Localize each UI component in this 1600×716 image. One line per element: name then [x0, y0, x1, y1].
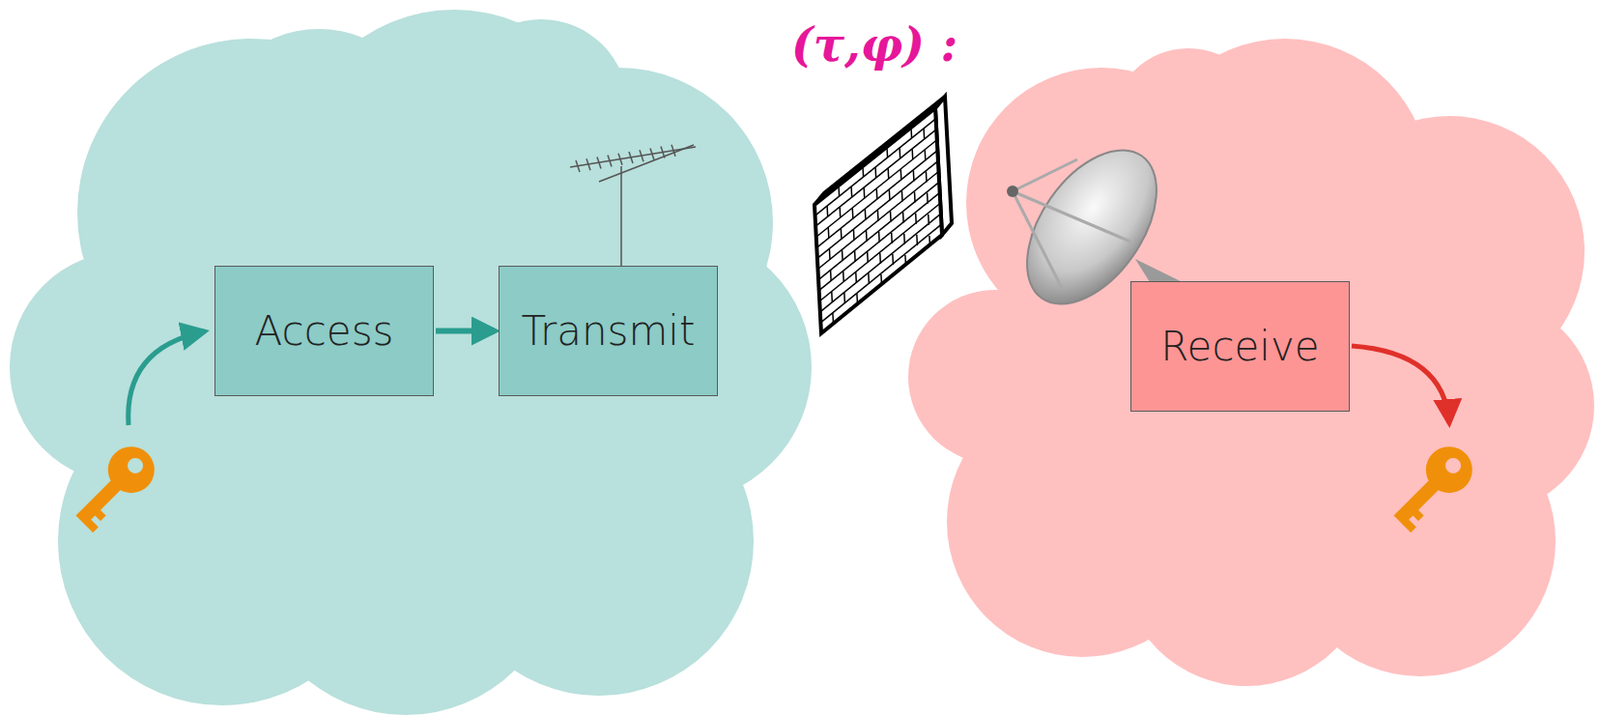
untrusted-cloud	[908, 38, 1595, 686]
key-icon	[1382, 436, 1483, 537]
box-label: Access	[255, 307, 395, 355]
parameter-label: (τ,φ) :	[791, 17, 958, 72]
process-box: Transmit	[498, 265, 718, 397]
trusted-cloud	[9, 9, 812, 715]
box-label: Receive	[1160, 322, 1319, 371]
antenna	[570, 144, 696, 266]
key-icon	[64, 436, 165, 537]
box-label: Transmit	[520, 307, 695, 355]
key-output-arrow	[1351, 345, 1450, 424]
key-input-arrow	[128, 331, 205, 426]
flow-arrow	[435, 328, 495, 335]
process-box: Receive	[1130, 281, 1350, 412]
firewall	[814, 96, 952, 334]
process-box: Access	[214, 265, 434, 397]
